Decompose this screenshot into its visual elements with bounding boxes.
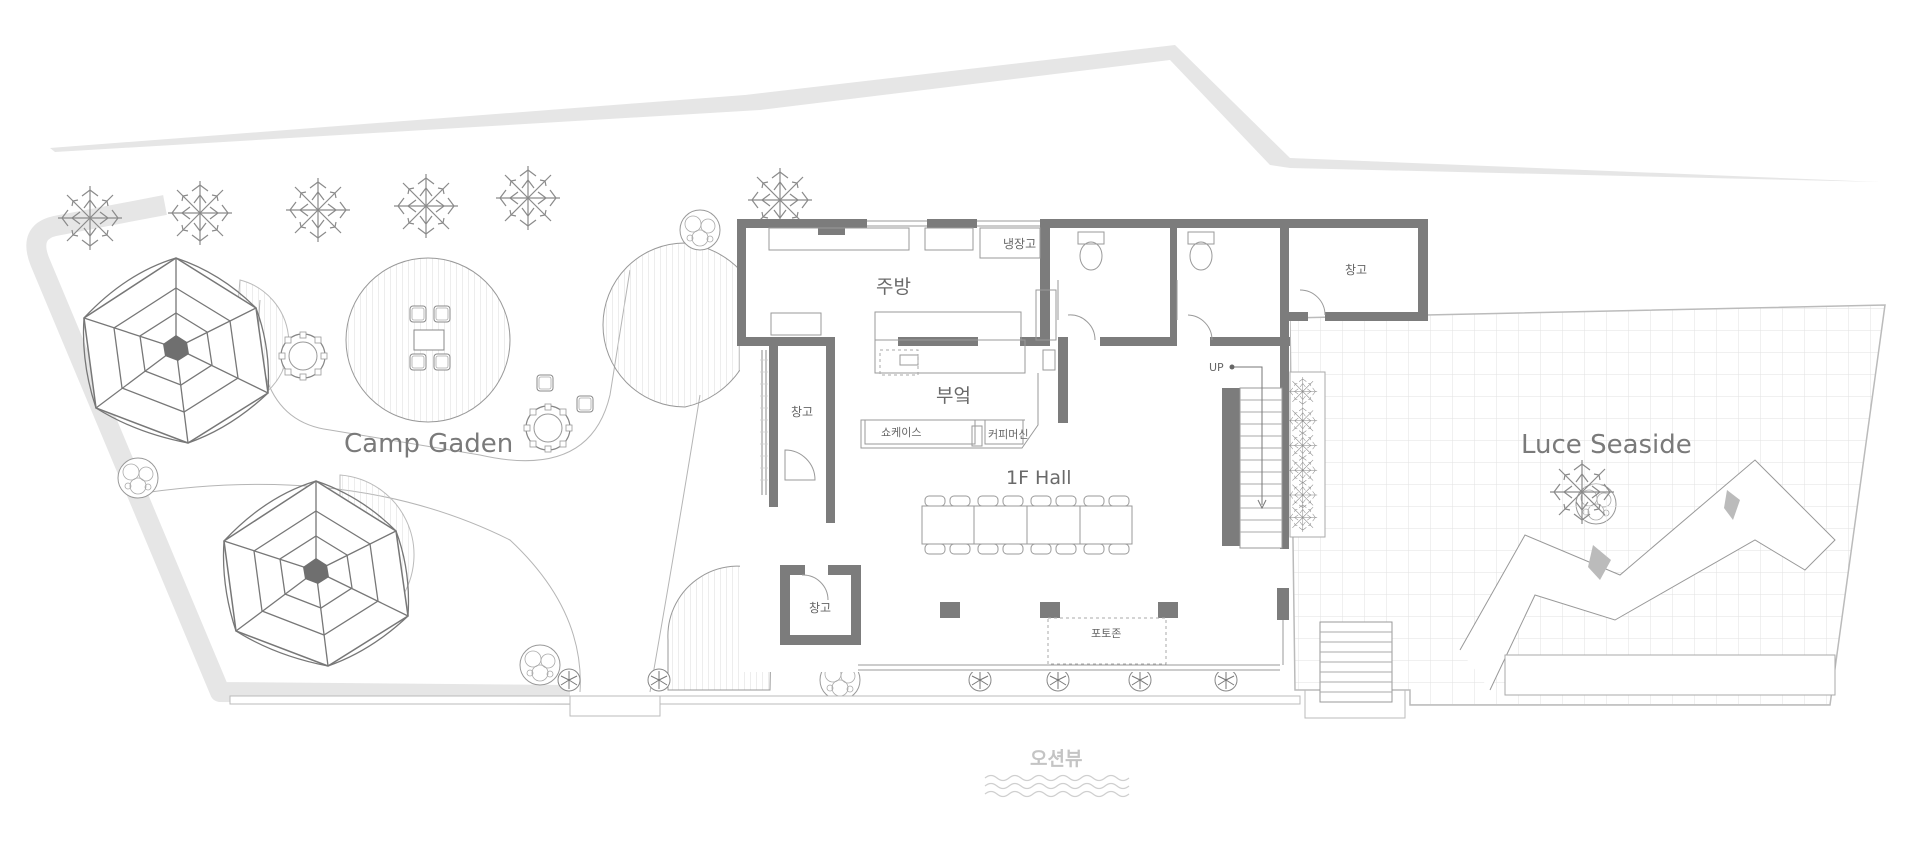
room-label-photo-zone: 포토존 [1091, 627, 1121, 640]
building-walls [737, 219, 1428, 645]
communal-table [921, 495, 1133, 555]
terrace-luce-seaside [1289, 304, 1886, 706]
stairs [1229, 364, 1283, 549]
stairs-up-label: UP [1209, 361, 1224, 374]
room-label-storage-top: 창고 [1345, 263, 1367, 277]
lawn-semicircle [602, 242, 741, 408]
room-label-fridge: 냉장고 [1003, 237, 1036, 251]
area-label-luce-seaside: Luce Seaside [1521, 430, 1692, 460]
room-label-storage-bottom: 창고 [809, 601, 831, 615]
area-label-camp-garden: Camp Gaden [344, 429, 513, 459]
room-label-storage-left: 창고 [791, 405, 813, 419]
site-road-band [50, 45, 1880, 182]
wave-icon [984, 774, 1130, 798]
room-label-showcase: 쇼케이스 [881, 426, 921, 439]
area-label-back-kitchen: 부엌 [936, 385, 971, 407]
area-label-ocean-view: 오션뷰 [1030, 748, 1082, 770]
area-label-hall: 1F Hall [1006, 467, 1072, 489]
room-label-coffee-machine: 커피머신 [988, 428, 1028, 441]
area-label-kitchen: 주방 [876, 276, 911, 298]
garden-boundary [26, 195, 571, 705]
